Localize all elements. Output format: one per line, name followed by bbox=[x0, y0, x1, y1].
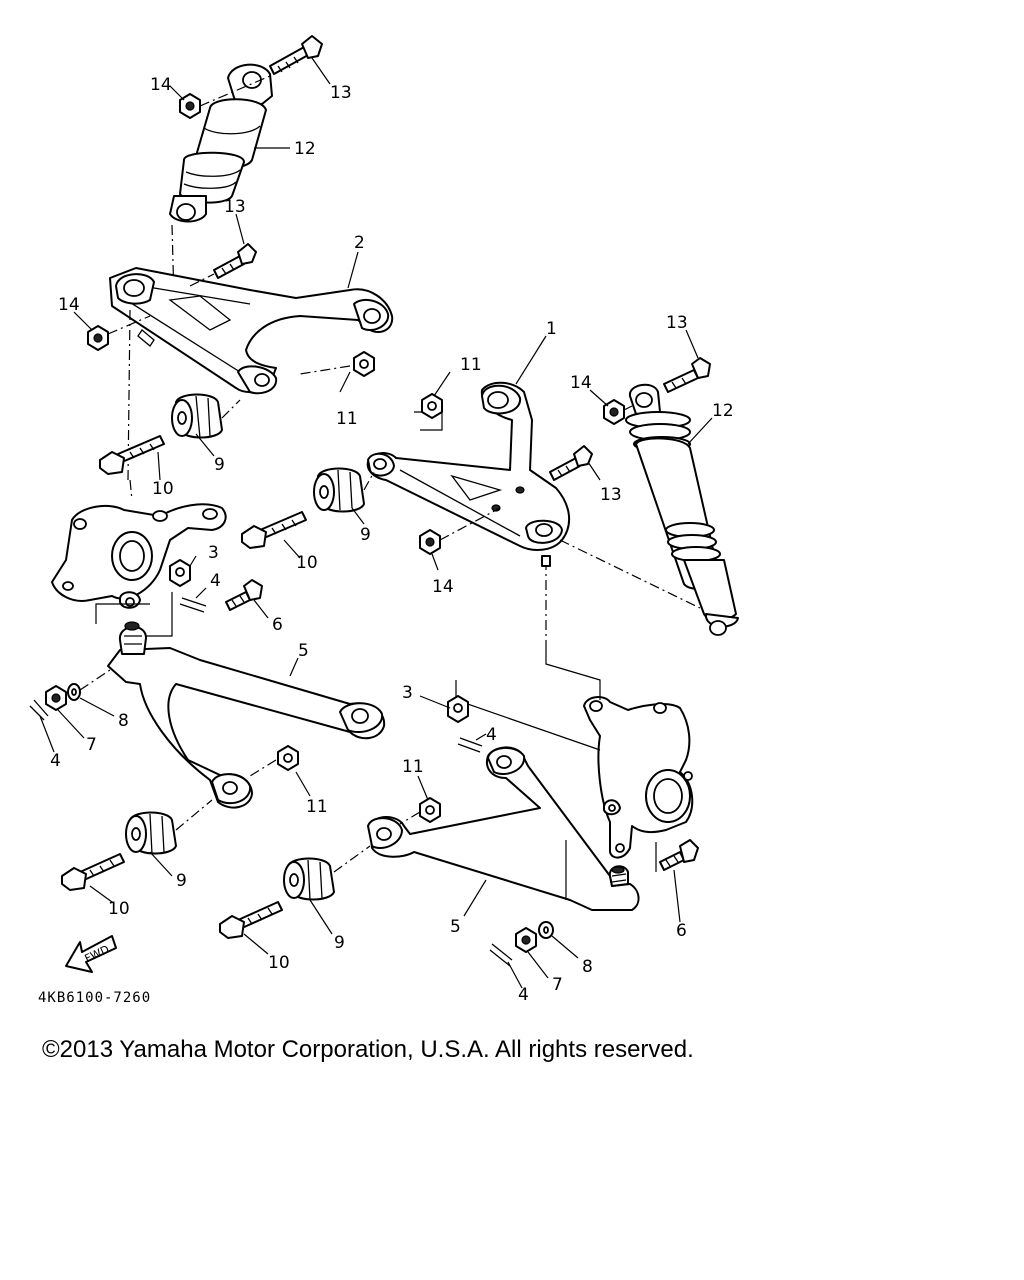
shock-absorber-right bbox=[625, 383, 739, 636]
nut-14d bbox=[419, 529, 441, 555]
callout-12: 12 bbox=[294, 139, 316, 159]
nut-3b bbox=[447, 695, 469, 723]
nut-11d bbox=[419, 797, 441, 823]
bolt-13c bbox=[663, 357, 711, 393]
suspension-diagram: FWD bbox=[29, 35, 739, 1006]
callout-10: 10 bbox=[268, 953, 290, 973]
bolt-10a bbox=[99, 435, 165, 475]
leader-lines bbox=[39, 57, 713, 989]
callout-13: 13 bbox=[224, 197, 246, 217]
callout-5: 5 bbox=[298, 641, 309, 661]
nut-7b bbox=[515, 927, 537, 953]
callout-14: 14 bbox=[150, 75, 172, 95]
bushing-9c bbox=[125, 811, 177, 855]
callout-14: 14 bbox=[570, 373, 592, 393]
callout-5: 5 bbox=[450, 917, 461, 937]
nut-11a bbox=[353, 351, 375, 377]
bushing-9b bbox=[313, 467, 365, 513]
callout-11: 11 bbox=[402, 757, 424, 777]
callout-9: 9 bbox=[334, 933, 345, 953]
callout-6: 6 bbox=[272, 615, 283, 635]
knuckle-left bbox=[51, 479, 227, 609]
callout-13: 13 bbox=[666, 313, 688, 333]
callout-10: 10 bbox=[108, 899, 130, 919]
callout-11: 11 bbox=[306, 797, 328, 817]
fwd-arrow-icon: FWD bbox=[65, 935, 117, 973]
nut-11b bbox=[421, 393, 443, 419]
callout-14: 14 bbox=[432, 577, 454, 597]
knuckle-right bbox=[455, 640, 694, 859]
shock-absorber-left bbox=[169, 63, 273, 301]
callout-12: 12 bbox=[712, 401, 734, 421]
upper-arm-left bbox=[109, 267, 394, 481]
cotter-pin-4a bbox=[179, 597, 207, 613]
callout-9: 9 bbox=[360, 525, 371, 545]
nut-top-left bbox=[179, 93, 201, 119]
callout-9: 9 bbox=[176, 871, 187, 891]
nut-7a bbox=[45, 685, 67, 711]
bolt-10c bbox=[61, 853, 125, 891]
bolt-top-left bbox=[269, 35, 323, 75]
callout-11: 11 bbox=[460, 355, 482, 375]
callout-10: 10 bbox=[152, 479, 174, 499]
nut-11c bbox=[277, 745, 299, 771]
callout-3: 3 bbox=[208, 543, 219, 563]
callout-11: 11 bbox=[336, 409, 358, 429]
bushing-9d bbox=[283, 857, 335, 901]
callout-10: 10 bbox=[296, 553, 318, 573]
callout-6: 6 bbox=[676, 921, 687, 941]
nut-14c bbox=[603, 399, 625, 425]
bolt-13b bbox=[213, 243, 257, 279]
callout-8: 8 bbox=[118, 711, 129, 731]
callout-4: 4 bbox=[50, 751, 61, 771]
upper-arm-right bbox=[366, 381, 701, 640]
bolt-10d bbox=[219, 901, 283, 939]
callout-9: 9 bbox=[214, 455, 225, 475]
bolt-13d bbox=[549, 445, 593, 481]
callout-4: 4 bbox=[518, 985, 529, 1005]
callout-8: 8 bbox=[582, 957, 593, 977]
nut-14b bbox=[87, 325, 109, 351]
bolt-10b bbox=[241, 511, 307, 549]
callout-labels: 12 13 14 13 14 2 1 12 13 14 13 14 11 11 … bbox=[50, 75, 734, 1005]
part-number: 4KB6100-7260 bbox=[38, 990, 151, 1006]
lower-arm-right bbox=[367, 746, 640, 911]
callout-14: 14 bbox=[58, 295, 80, 315]
copyright-notice: ©2013 Yamaha Motor Corporation, U.S.A. A… bbox=[42, 1036, 694, 1063]
callout-4: 4 bbox=[486, 725, 497, 745]
callout-1: 1 bbox=[546, 319, 557, 339]
fwd-label: FWD bbox=[83, 943, 112, 966]
washer-8b bbox=[538, 921, 554, 939]
callout-13: 13 bbox=[330, 83, 352, 103]
bolt-6b bbox=[655, 839, 699, 872]
callout-7: 7 bbox=[86, 735, 97, 755]
lower-arm-left bbox=[107, 621, 386, 809]
callout-7: 7 bbox=[552, 975, 563, 995]
callout-4: 4 bbox=[210, 571, 221, 591]
callout-3: 3 bbox=[402, 683, 413, 703]
bushing-9a bbox=[171, 393, 223, 439]
nut-3a bbox=[169, 559, 191, 587]
washer-8a bbox=[67, 683, 81, 701]
bolt-6a bbox=[225, 579, 263, 611]
callout-13: 13 bbox=[600, 485, 622, 505]
callout-2: 2 bbox=[354, 233, 365, 253]
